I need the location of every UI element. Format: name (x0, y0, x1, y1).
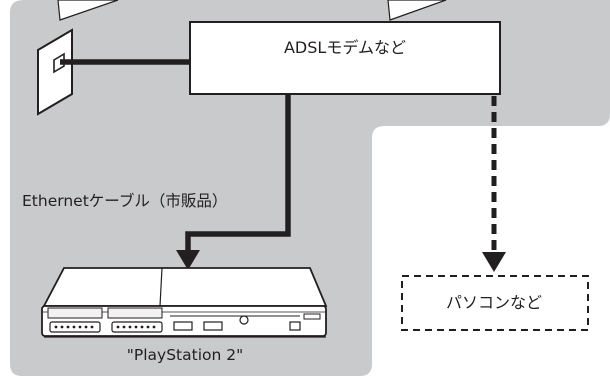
wall-outlet-icon (37, 28, 73, 116)
pc-label: パソコンなど (445, 293, 542, 312)
callout-left (57, 0, 119, 21)
callout-right (387, 0, 447, 21)
pc-box (401, 275, 589, 331)
ethernet-cable-label: Ethernetケーブル（市販品） (22, 192, 228, 210)
modem-label: ADSLモデムなど (283, 38, 407, 57)
ethernet-cable-arrowhead (176, 250, 200, 270)
ethernet-cable (185, 94, 291, 252)
pc-link-arrowhead (482, 252, 506, 272)
playstation2-label: "PlayStation 2" (126, 346, 244, 364)
playstation2-console-icon (41, 267, 328, 337)
modem-box (189, 21, 501, 95)
